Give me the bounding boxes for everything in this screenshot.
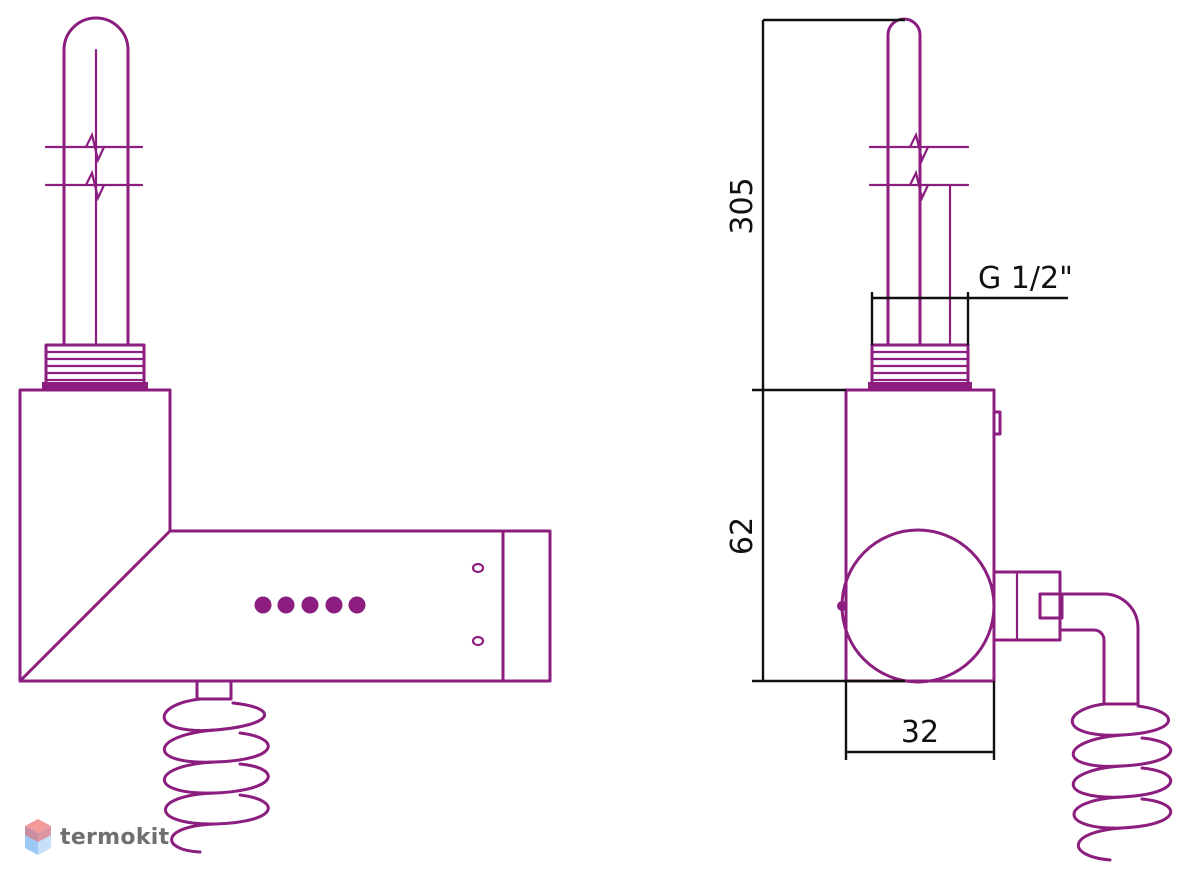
mount-hole-upper xyxy=(471,562,485,574)
cable-gland-front xyxy=(195,679,233,701)
break-mark-upper xyxy=(44,131,144,164)
led-indicators xyxy=(254,596,366,614)
round-controller xyxy=(840,528,996,684)
break-mark-lower xyxy=(44,169,144,202)
cable-connector-side xyxy=(992,570,1140,706)
dimension-lines xyxy=(752,18,1068,760)
side-view xyxy=(837,17,1173,862)
thread-fitting-side xyxy=(868,343,972,391)
spiral-cable-side xyxy=(1071,702,1173,862)
break-mark-side-upper xyxy=(868,131,970,164)
termokit-logo-icon xyxy=(25,819,51,855)
mount-hole-lower xyxy=(471,635,485,647)
dimension-label-62: 62 xyxy=(725,517,760,555)
spiral-cable-front xyxy=(162,697,270,854)
watermark-brand: termokit xyxy=(60,824,170,850)
housing-side xyxy=(844,388,996,683)
dimension-label-32: 32 xyxy=(901,715,939,750)
front-view xyxy=(18,16,552,854)
thread-fitting-front xyxy=(42,343,148,391)
housing-front xyxy=(18,388,552,683)
break-mark-side-lower xyxy=(868,169,970,202)
dimension-label-305: 305 xyxy=(725,177,760,234)
heating-rod-front xyxy=(62,16,130,347)
heating-rod-side xyxy=(886,17,922,347)
dimension-label-thread: G 1/2" xyxy=(978,261,1073,296)
side-button xyxy=(992,410,1002,436)
watermark: termokit xyxy=(24,818,169,856)
